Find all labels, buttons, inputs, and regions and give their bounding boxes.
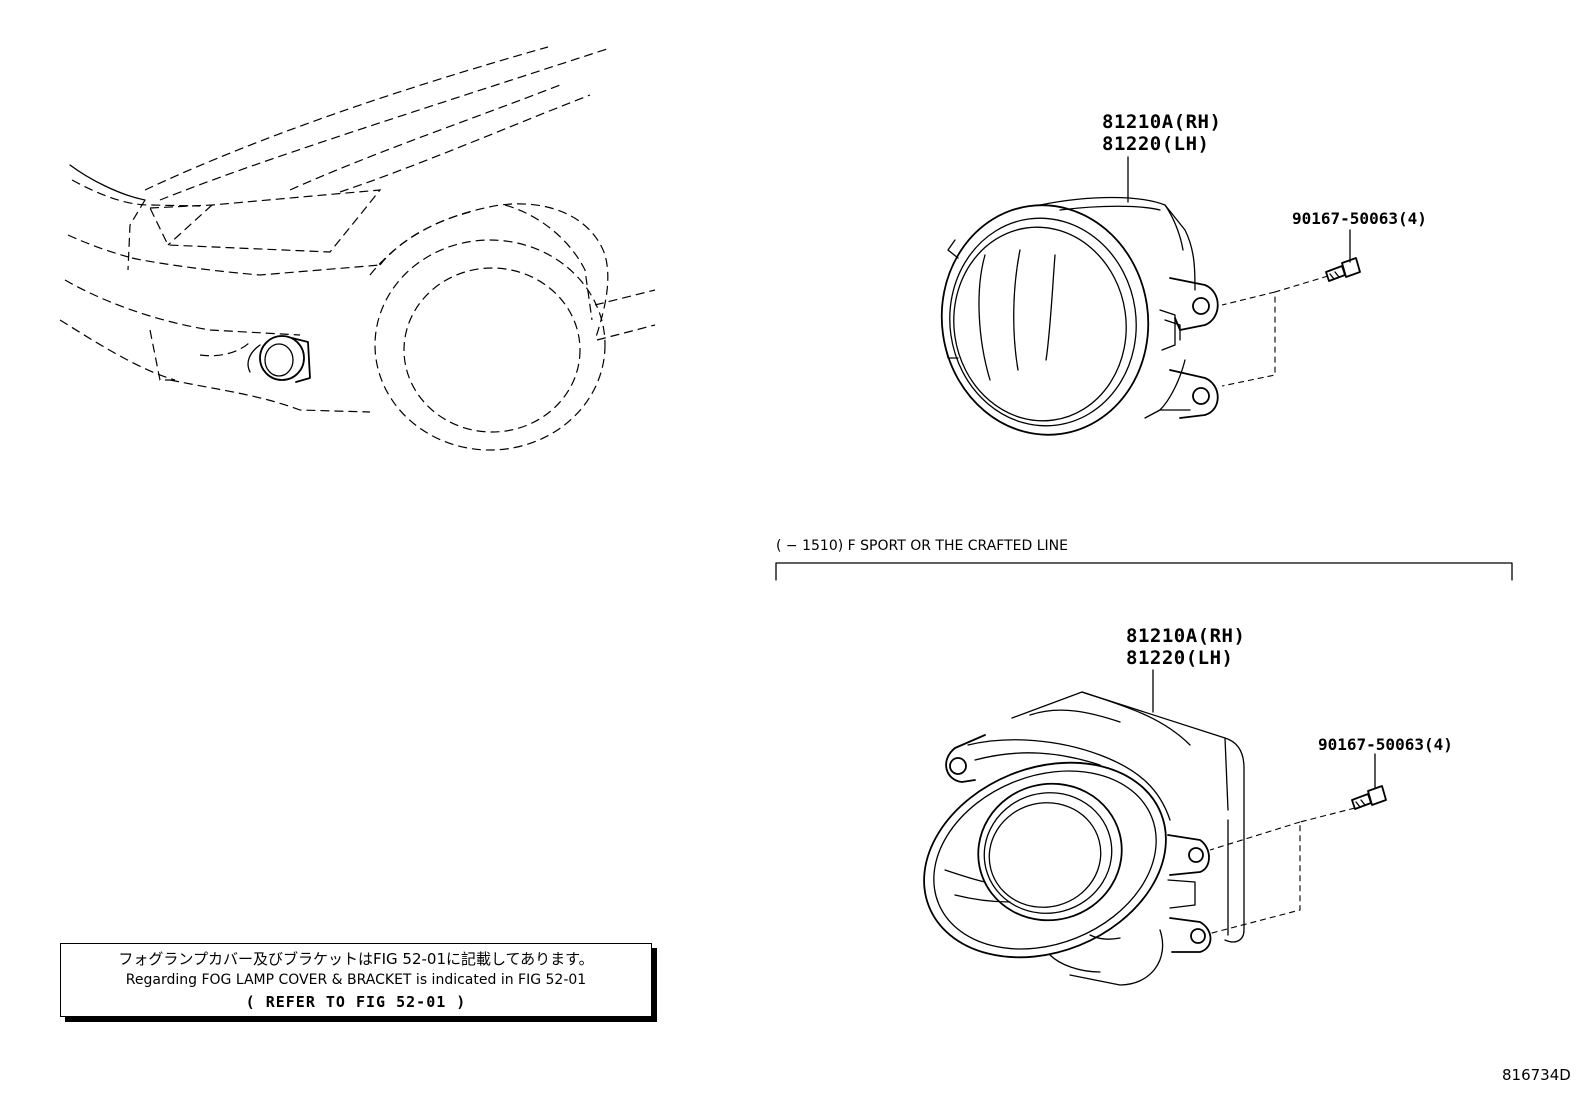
note-japanese: フォグランプカバー及びブラケットはFIG 52-01に記載してあります。	[118, 950, 594, 968]
upper-lamp-part-lh: 81220(LH)	[1102, 133, 1209, 155]
vehicle-front-illustration	[59, 46, 656, 451]
figure-id: 816734D	[1502, 1066, 1571, 1084]
reference-note-box: フォグランプカバー及びブラケットはFIG 52-01に記載してあります。 Reg…	[60, 943, 652, 1017]
lower-screw-icon	[1351, 785, 1387, 810]
condition-bracket	[775, 562, 1513, 581]
note-reference: ( REFER TO FIG 52-01 )	[245, 993, 467, 1011]
upper-fog-lamp-assembly	[940, 196, 1219, 436]
upper-screw-part: 90167-50063(4)	[1292, 209, 1427, 228]
upper-lamp-part-rh: 81210A(RH)	[1102, 111, 1221, 133]
lower-fog-lamp-assembly	[923, 691, 1245, 986]
fog-lamp-location-icon	[247, 335, 311, 383]
lower-screw-part: 90167-50063(4)	[1318, 735, 1453, 754]
upper-screw-icon	[1325, 257, 1361, 282]
lower-lamp-part-rh: 81210A(RH)	[1126, 625, 1245, 647]
upper-screw-dashed-path	[1221, 275, 1329, 387]
condition-label: ( − 1510) F SPORT OR THE CRAFTED LINE	[776, 538, 1068, 554]
note-english: Regarding FOG LAMP COVER & BRACKET is in…	[125, 972, 587, 988]
lower-lamp-part-lh: 81220(LH)	[1126, 647, 1233, 669]
lower-screw-dashed-path	[1207, 807, 1356, 935]
wheel-illustration	[374, 239, 606, 451]
